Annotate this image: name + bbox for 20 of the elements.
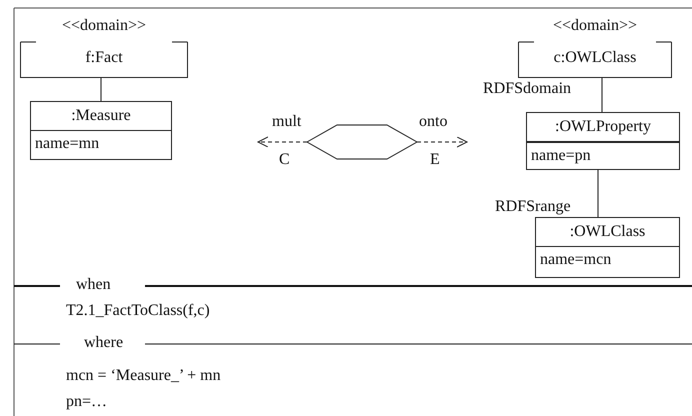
attribute-text: name=mn (34, 134, 100, 154)
rule-text: mcn = ‘Measure_’ + mn (66, 367, 221, 385)
stereotype-label: <<domain>> (60, 16, 148, 36)
object-name: f:Fact (84, 48, 124, 68)
object-box (526, 112, 680, 170)
object-name: :OWLClass (536, 218, 679, 247)
attribute-text: name=mcn (539, 250, 612, 270)
dashed-arrow (416, 136, 468, 148)
object-box (30, 101, 172, 160)
object-name: :Measure (31, 102, 171, 131)
stereotype-label: <<domain>> (552, 16, 638, 36)
edge-label: RDFSrange (495, 198, 571, 216)
connector-line (100, 78, 102, 102)
dashed-arrow (258, 136, 308, 148)
attribute-text: name=pn (530, 146, 592, 166)
rule-text: T2.1_FactToClass(f,c) (66, 302, 210, 320)
object-name: c:OWLClass (552, 48, 638, 68)
object-name: :OWLProperty (527, 113, 679, 143)
object-box (535, 217, 680, 278)
relation-hexagon (307, 125, 417, 159)
